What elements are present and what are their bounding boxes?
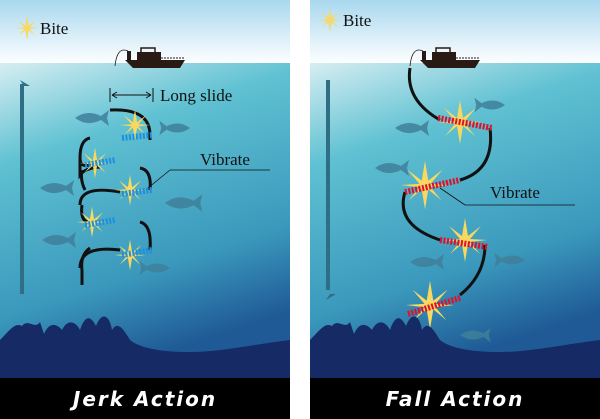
vibrate-label: Vibrate xyxy=(200,150,250,169)
fishing-line xyxy=(401,67,493,297)
title-banner xyxy=(0,378,290,419)
long-slide-dimension xyxy=(109,88,154,102)
jerk-action-title: Jerk Action xyxy=(69,387,217,411)
fall-action-title: Fall Action xyxy=(386,387,525,411)
sea xyxy=(0,63,290,378)
jerk-action-panel: Bite Long slide Vibrate Jerk Action xyxy=(0,0,290,419)
arrow-up-icon xyxy=(20,80,30,294)
sea xyxy=(310,63,600,378)
vibrate-label: Vibrate xyxy=(490,183,540,202)
bite-legend-label: Bite xyxy=(343,11,371,30)
fall-lure xyxy=(404,115,493,317)
long-slide-label: Long slide xyxy=(160,86,232,105)
bite-legend-label: Bite xyxy=(40,19,68,38)
fall-action-panel: Bite Vibrate Fall Action xyxy=(310,0,600,419)
arrow-down-icon xyxy=(326,80,336,300)
title-banner xyxy=(310,378,600,419)
jerk-lure xyxy=(84,132,153,258)
